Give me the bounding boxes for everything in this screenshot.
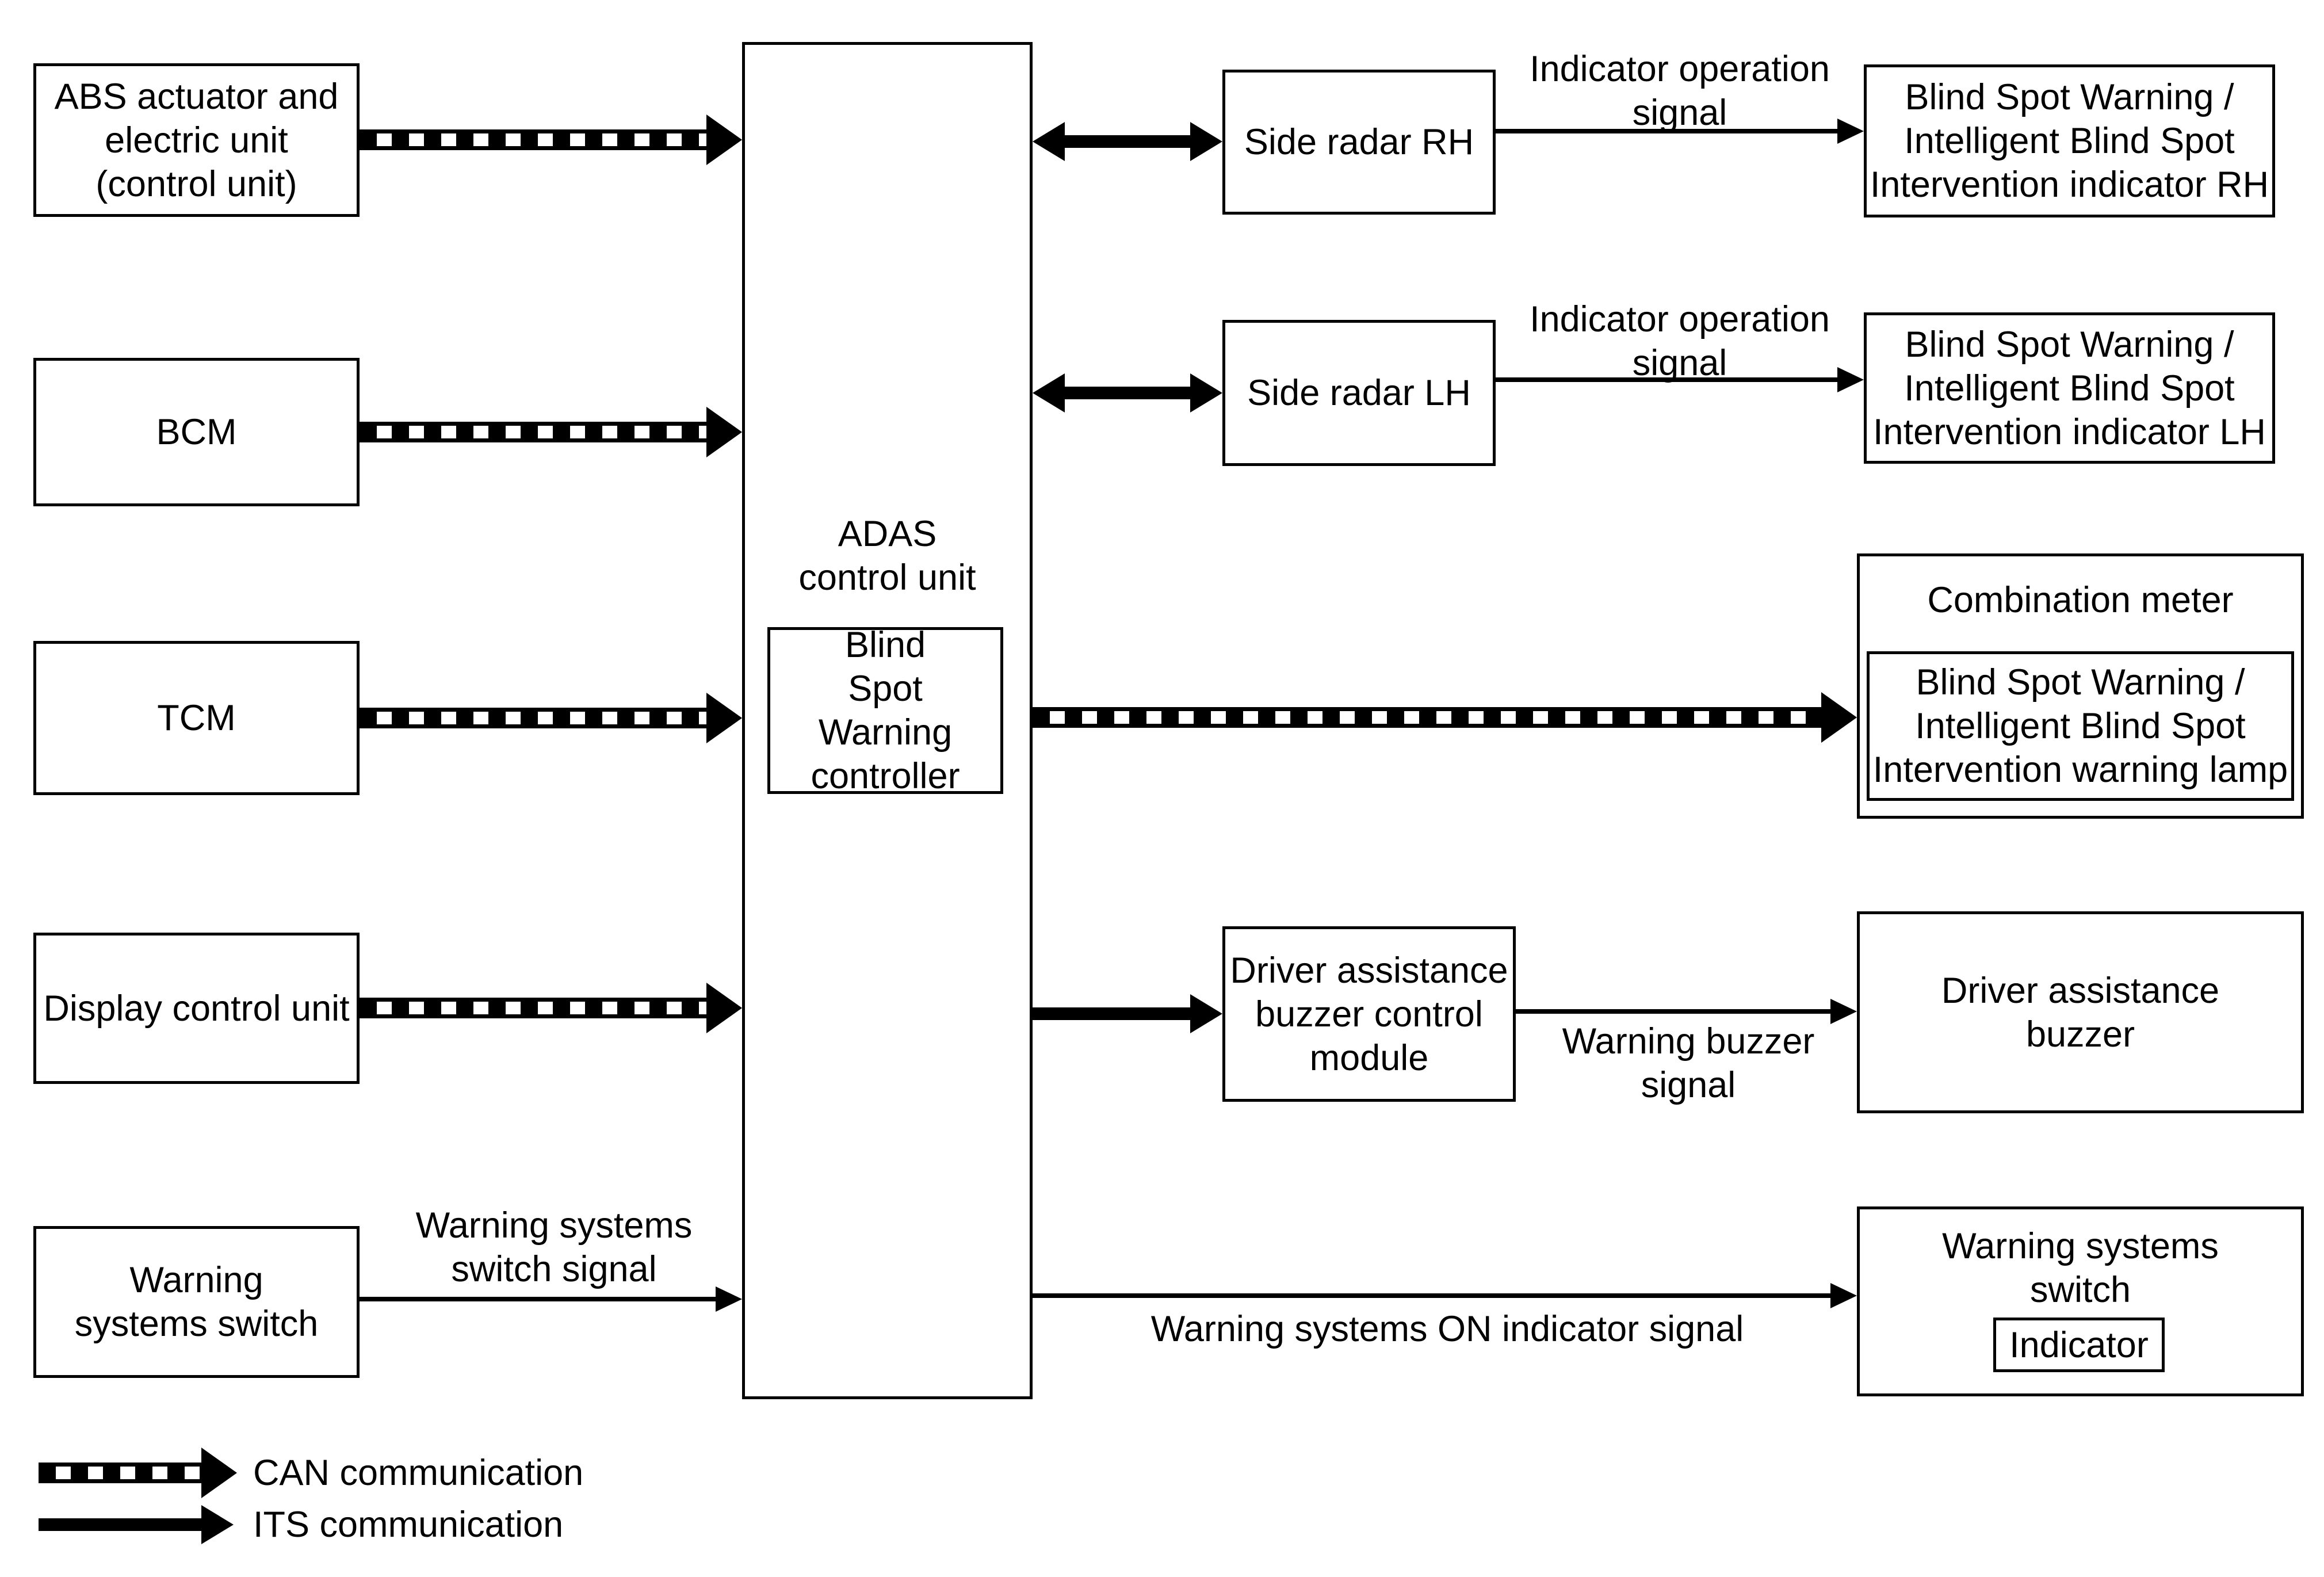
can-arrow-bcm-to-adas-arrowhead-icon	[706, 407, 742, 457]
can-arrow-dcu-to-adas-arrowhead-icon	[706, 983, 742, 1033]
signal-arrow-switch-to-adas-shaft	[360, 1297, 716, 1301]
node-side-radar-lh: Side radar LH	[1222, 320, 1496, 466]
node-tcm: TCM	[33, 641, 360, 795]
can-arrow-adas-to-combination-meter-shaft	[1033, 707, 1821, 728]
can-arrow-tcm-to-adas-shaft	[360, 708, 706, 728]
can-arrow-abs-to-adas-shaft	[360, 129, 706, 150]
node-side-radar-rh: Side radar RH	[1222, 70, 1496, 215]
legend-its-arrow-icon	[39, 1518, 201, 1531]
can-arrow-dcu-to-adas-shaft	[360, 998, 706, 1018]
node-warning-systems-switch: Warning systems switch	[33, 1226, 360, 1378]
warning-systems-switch-right-label: Warning systems switch	[1942, 1226, 2219, 1310]
node-bcm: BCM	[33, 358, 360, 506]
legend-can-arrowhead-icon	[201, 1448, 237, 1498]
signal-arrow-module-to-buzzer-arrowhead-icon	[1830, 999, 1857, 1024]
its-arrow-adas-side-radar-rh-left-arrowhead-icon	[1033, 122, 1065, 161]
node-driver-assistance-buzzer: Driver assistance buzzer	[1857, 911, 2304, 1113]
node-abs-actuator: ABS actuator and electric unit (control …	[33, 63, 360, 217]
legend-its-label: ITS communication	[253, 1505, 564, 1545]
node-bsw-indicator-rh: Blind Spot Warning / Intelligent Blind S…	[1864, 64, 2275, 217]
signal-arrow-module-to-buzzer-shaft	[1516, 1009, 1830, 1014]
signal-arrow-radar-rh-to-indicator-arrowhead-icon	[1837, 119, 1864, 144]
its-arrow-adas-side-radar-lh-left-arrowhead-icon	[1033, 373, 1065, 413]
adas-control-unit-label: ADAS control unit	[798, 514, 976, 598]
combination-meter-label: Combination meter	[1927, 580, 2234, 620]
its-arrow-adas-side-radar-lh-shaft	[1065, 387, 1190, 399]
its-arrow-adas-side-radar-rh-right-arrowhead-icon	[1190, 122, 1222, 161]
its-arrow-adas-to-buzzer-module-shaft	[1033, 1007, 1190, 1020]
signal-arrow-switch-to-adas-arrowhead-icon	[716, 1286, 742, 1312]
label-warning-systems-switch-signal: Warning systems switch signal	[415, 1205, 693, 1289]
can-arrow-tcm-to-adas-arrowhead-icon	[706, 693, 742, 743]
label-indicator-operation-signal-lh: Indicator operation signal	[1530, 299, 1830, 383]
signal-arrow-radar-lh-to-indicator-shaft	[1496, 377, 1837, 382]
its-arrow-adas-side-radar-lh-right-arrowhead-icon	[1190, 373, 1222, 413]
label-warning-buzzer-signal: Warning buzzer signal	[1562, 1021, 1815, 1105]
signal-arrow-radar-lh-to-indicator-arrowhead-icon	[1837, 367, 1864, 392]
node-blind-spot-warning-controller: Blind Spot Warning controller	[767, 625, 1003, 796]
node-bsw-indicator-lh: Blind Spot Warning / Intelligent Blind S…	[1864, 312, 2275, 464]
can-arrow-abs-to-adas-arrowhead-icon	[706, 114, 742, 165]
legend-can-arrow-icon	[39, 1463, 201, 1483]
node-display-control-unit: Display control unit	[33, 933, 360, 1084]
label-indicator-operation-signal-rh: Indicator operation signal	[1530, 49, 1830, 133]
its-arrow-adas-side-radar-rh-shaft	[1065, 135, 1190, 148]
can-arrow-adas-to-combination-meter-arrowhead-icon	[1821, 692, 1857, 743]
node-bsw-warning-lamp: Blind Spot Warning / Intelligent Blind S…	[1867, 651, 2294, 801]
node-switch-indicator: Indicator	[1993, 1318, 2165, 1372]
signal-arrow-radar-rh-to-indicator-shaft	[1496, 129, 1837, 133]
node-warning-systems-switch-indicator-unit	[1857, 1206, 2304, 1396]
legend-can-label: CAN communication	[253, 1453, 584, 1493]
its-arrow-adas-to-buzzer-module-arrowhead-icon	[1190, 994, 1222, 1033]
label-warning-systems-on-indicator-signal: Warning systems ON indicator signal	[1150, 1309, 1744, 1349]
signal-arrow-adas-to-switch-indicator-arrowhead-icon	[1830, 1283, 1857, 1308]
signal-arrow-adas-to-switch-indicator-shaft	[1033, 1293, 1830, 1298]
node-buzzer-control-module: Driver assistance buzzer control module	[1222, 926, 1516, 1102]
can-arrow-bcm-to-adas-shaft	[360, 422, 706, 442]
legend-its-arrowhead-icon	[201, 1505, 234, 1544]
